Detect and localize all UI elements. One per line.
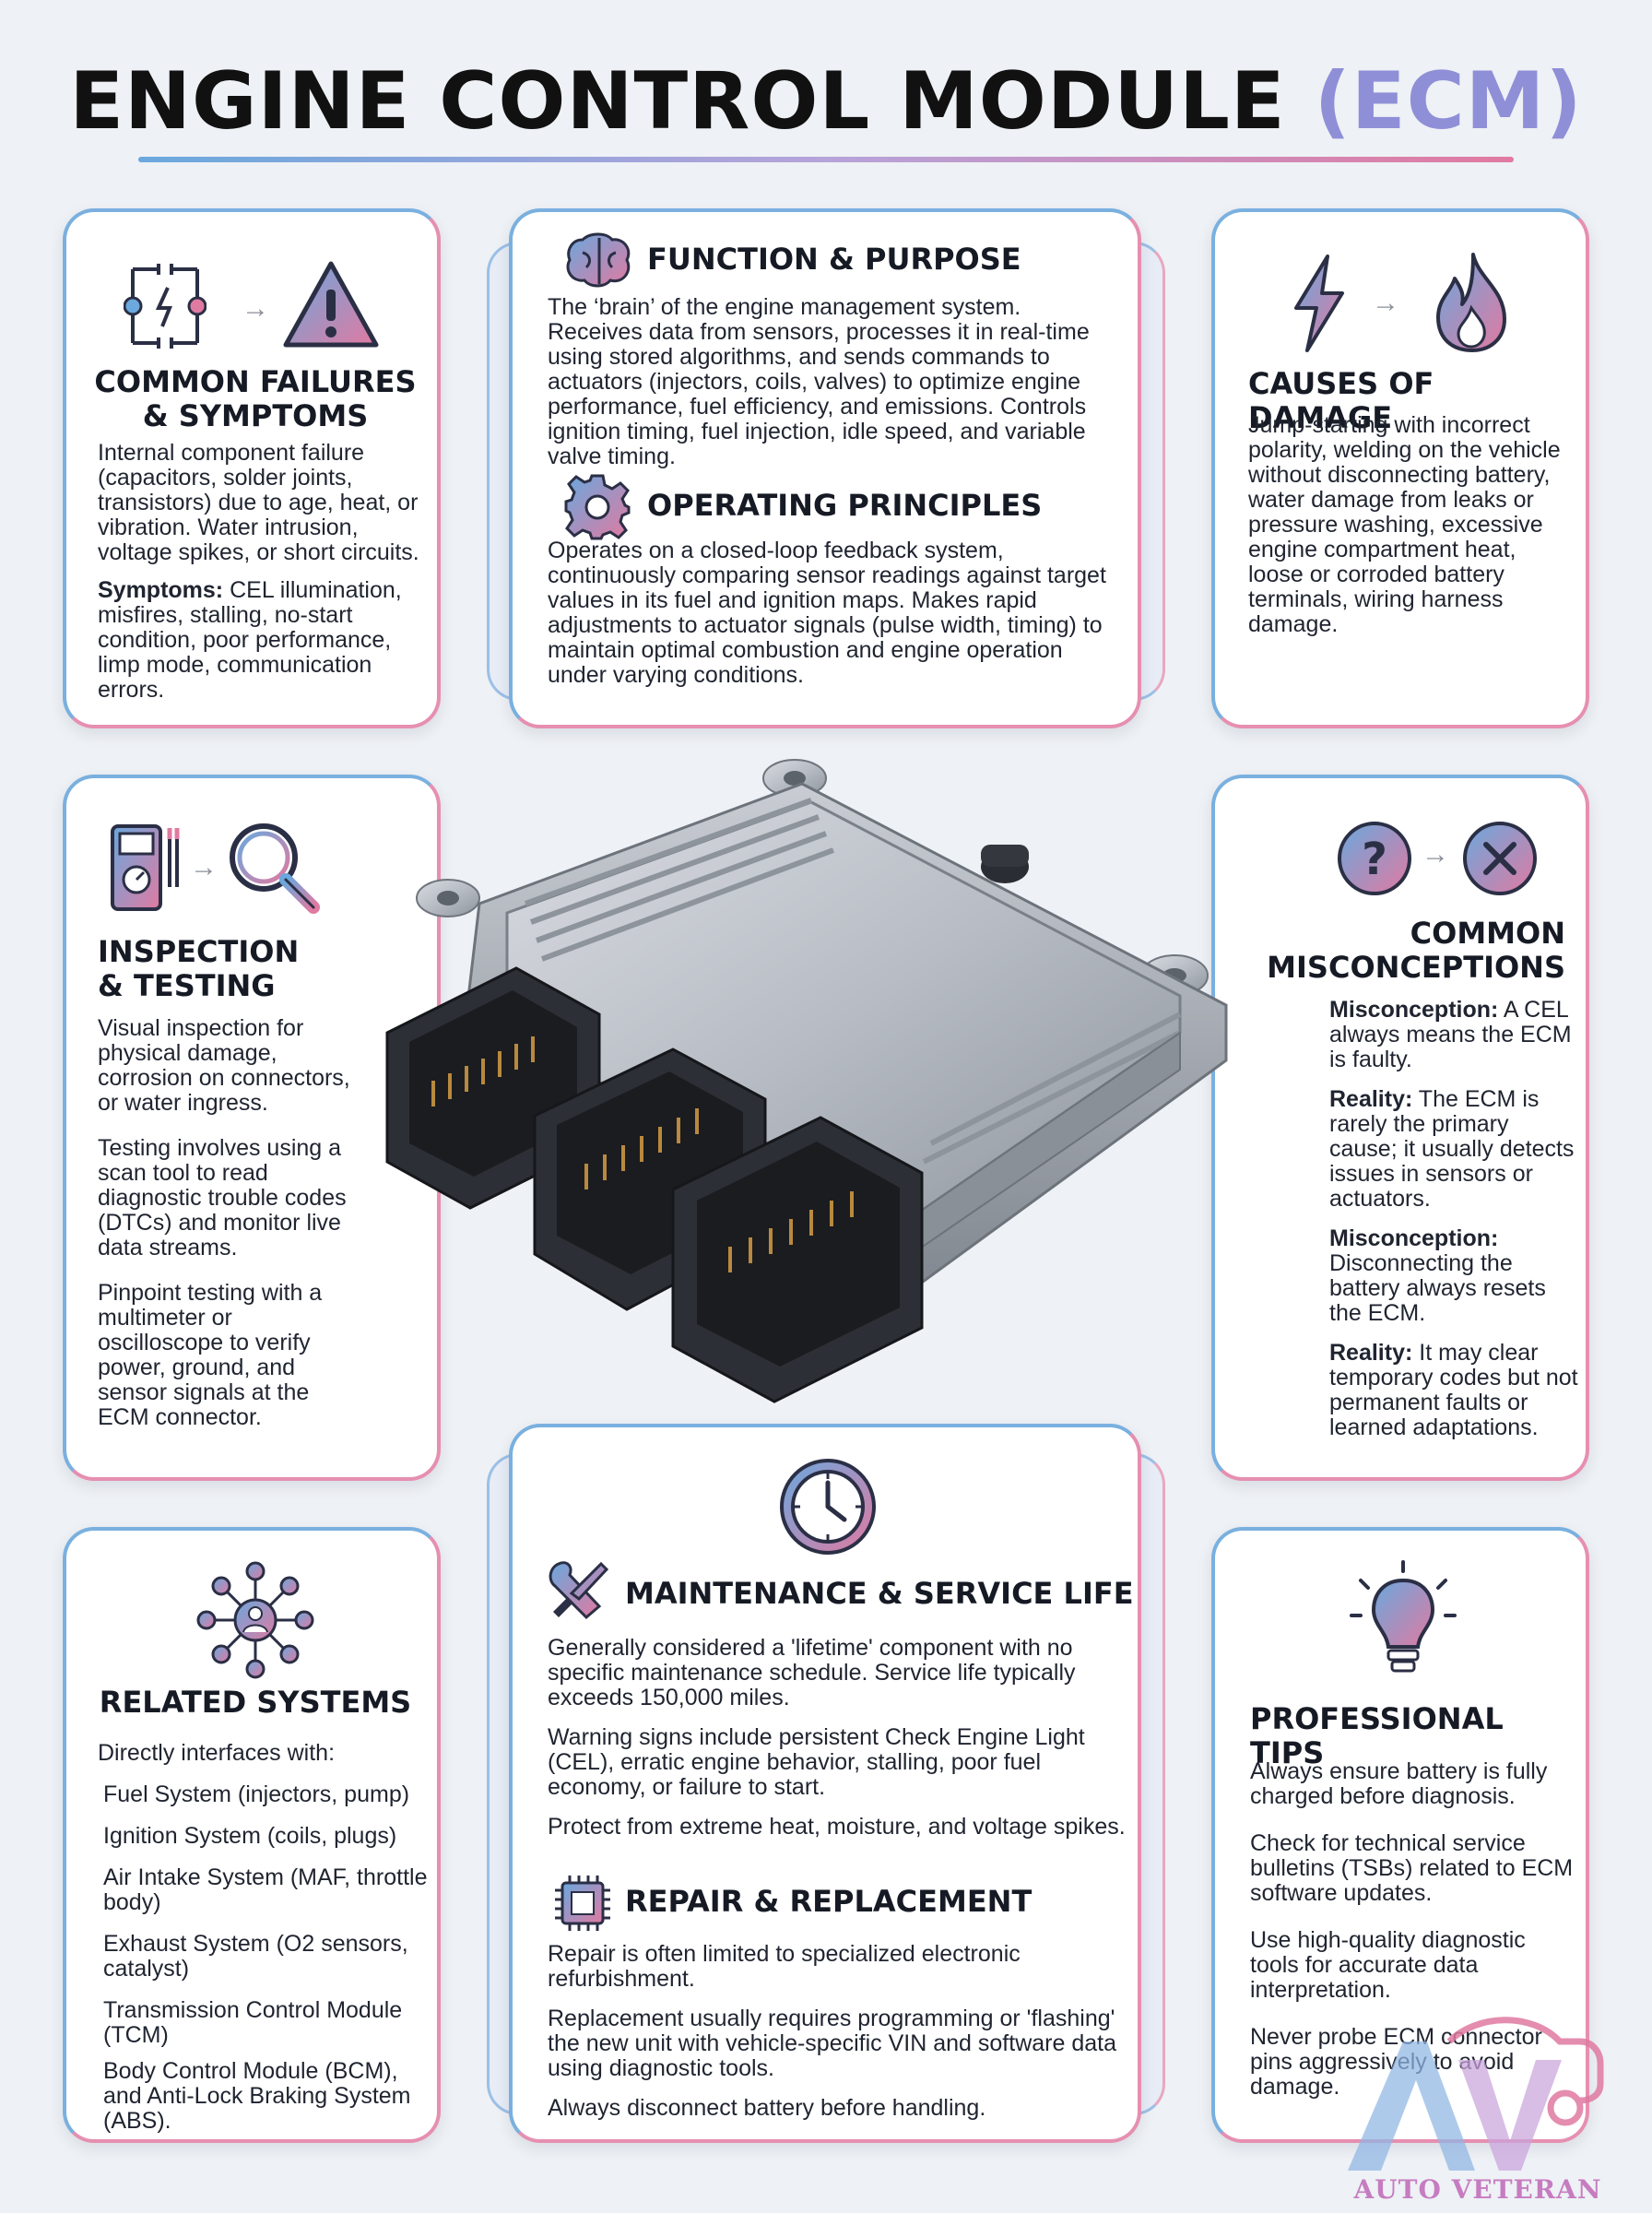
tips-p2: Check for technical service bulletins (T… [1250, 1830, 1574, 1906]
repair-heading: REPAIR & REPLACEMENT [625, 1884, 1032, 1919]
circuit-icon [124, 264, 206, 349]
flame-icon [1436, 253, 1506, 352]
question-icon: ? [1338, 822, 1411, 895]
lightbulb-icon [1350, 1560, 1457, 1673]
reality-2-label: Reality: [1329, 1340, 1413, 1366]
damage-text: Jump-starting with incorrect polarity, w… [1248, 412, 1561, 637]
misconceptions-heading-line2: MISCONCEPTIONS [1267, 950, 1565, 985]
failures-card: → COMMON FAILURES & SYMPTOMS Internal co… [63, 208, 441, 728]
reality-1-label: Reality: [1329, 1086, 1413, 1112]
failures-text: Internal component failure (capacitors, … [98, 440, 419, 565]
arrow-right-icon: → [190, 852, 218, 882]
principles-heading: OPERATING PRINCIPLES [647, 488, 1043, 523]
maintenance-card: MAINTENANCE & SERVICE LIFE Generally con… [509, 1424, 1141, 2143]
watermark-text: AUTO VETERAN [1353, 2174, 1602, 2205]
misconceptions-card: ? → COMMON MISCONCEPTIONS Misconception:… [1211, 775, 1589, 1481]
tips-heading: PROFESSIONAL TIPS [1250, 1701, 1504, 1770]
symptoms-label: Symptoms: [98, 577, 224, 603]
maintenance-p3: Protect from extreme heat, moisture, and… [548, 1814, 1126, 1840]
clock-icon [780, 1459, 876, 1555]
related-item: Exhaust System (O2 sensors, catalyst) [103, 1931, 408, 1982]
related-item: Body Control Module (BCM), and Anti-Lock… [103, 2058, 411, 2134]
tips-card: PROFESSIONAL TIPS Always ensure battery … [1211, 1527, 1589, 2143]
repair-body: Repair is often limited to specialized e… [548, 1942, 1128, 2134]
title-main: ENGINE CONTROL MODULE [69, 55, 1286, 148]
arrow-right-icon: → [1422, 839, 1449, 870]
chip-icon [555, 1876, 610, 1931]
function-card: FUNCTION & PURPOSE The ‘brain’ of the en… [509, 208, 1141, 728]
reality-1-text: The ECM is rarely the primary cause; it … [1329, 1086, 1575, 1212]
maintenance-body: Generally considered a 'lifetime' compon… [548, 1636, 1128, 1852]
symptoms-text: CEL illumination, misfires, stalling, no… [98, 577, 402, 703]
maintenance-p1: Generally considered a 'lifetime' compon… [548, 1635, 1076, 1710]
page-title: ENGINE CONTROL MODULE (ECM) [0, 55, 1652, 148]
inspection-body: Visual inspection for physical damage, c… [98, 1016, 361, 1443]
repair-p2: Replacement usually requires programming… [548, 2006, 1116, 2081]
inspection-p3: Pinpoint testing with a multimeter or os… [98, 1280, 323, 1430]
misconception-2-label: Misconception: [1329, 1225, 1499, 1251]
maintenance-heading: MAINTENANCE & SERVICE LIFE [625, 1576, 1134, 1611]
principles-text: Operates on a closed-loop feedback syste… [548, 538, 1106, 688]
misconceptions-heading: COMMON MISCONCEPTIONS [1233, 917, 1565, 985]
lightning-icon [1294, 254, 1344, 352]
related-intro: Directly interfaces with: [98, 1740, 336, 1766]
maintenance-p2: Warning signs include persistent Check E… [548, 1724, 1085, 1800]
network-icon [196, 1561, 314, 1679]
function-heading: FUNCTION & PURPOSE [647, 242, 1021, 277]
related-item: Air Intake System (MAF, throttle body) [103, 1864, 428, 1915]
misconception-1-label: Misconception: [1329, 997, 1499, 1023]
ecm-module-image [385, 759, 1228, 1403]
misconception-1-text: A CEL always means the ECM is faulty. [1329, 997, 1572, 1072]
title-accent: (ECM) [1314, 55, 1583, 148]
tips-p4: Never probe ECM connector pins aggressiv… [1250, 2024, 1542, 2100]
inspection-p1: Visual inspection for physical damage, c… [98, 1015, 350, 1116]
multimeter-icon [111, 824, 180, 911]
magnifier-icon [230, 823, 320, 914]
tips-p3: Use high-quality diagnostic tools for ac… [1250, 1927, 1526, 2003]
related-item: Transmission Control Module (TCM) [103, 1997, 403, 2048]
x-circle-icon [1463, 822, 1537, 895]
function-text: The ‘brain’ of the engine management sys… [548, 294, 1090, 469]
arrow-right-icon: → [1372, 288, 1399, 318]
repair-p3: Always disconnect battery before handlin… [548, 2095, 986, 2121]
misconceptions-body: Misconception: A CEL always means the EC… [1329, 998, 1582, 1453]
related-card: RELATED SYSTEMS Directly interfaces with… [63, 1527, 441, 2143]
failures-heading-line2: & SYMPTOMS [142, 398, 369, 433]
inspection-heading: INSPECTION & TESTING [98, 935, 299, 1003]
svg-text:?: ? [1362, 834, 1387, 885]
damage-heading: CAUSES OF DAMAGE [1248, 366, 1434, 435]
gear-icon [564, 474, 631, 540]
misconceptions-heading-line1: COMMON [1410, 916, 1565, 951]
related-heading: RELATED SYSTEMS [99, 1685, 412, 1720]
inspection-heading-line2: & TESTING [98, 968, 276, 1003]
related-item: Ignition System (coils, plugs) [103, 1823, 397, 1849]
tips-body: Always ensure battery is fully charged b… [1250, 1759, 1578, 2112]
inspection-heading-line1: INSPECTION [98, 934, 300, 969]
failures-body: Internal component failure (capacitors, … [98, 441, 430, 716]
repair-p1: Repair is often limited to specialized e… [548, 1941, 1021, 1992]
failures-heading-line1: COMMON FAILURES [94, 364, 417, 399]
auto-veteran-logo [1348, 2017, 1604, 2171]
reality-2-text: It may clear temporary codes but not per… [1329, 1340, 1578, 1440]
misconception-2-text: Disconnecting the battery always resets … [1329, 1250, 1546, 1326]
title-underline [138, 157, 1514, 162]
damage-card: → CAUSES OF DAMAGE Jump-starting with in… [1211, 208, 1589, 728]
tips-p1: Always ensure battery is fully charged b… [1250, 1758, 1548, 1809]
warning-icon [283, 261, 379, 348]
failures-heading: COMMON FAILURES & SYMPTOMS [66, 365, 444, 433]
inspection-p2: Testing involves using a scan tool to re… [98, 1135, 347, 1260]
arrow-right-icon: → [242, 293, 269, 324]
related-item: Fuel System (injectors, pump) [103, 1781, 410, 1807]
wrench-screwdriver-icon [549, 1561, 609, 1620]
brain-icon [566, 232, 631, 288]
related-body: Directly interfaces with: Fuel System (i… [98, 1741, 430, 2147]
